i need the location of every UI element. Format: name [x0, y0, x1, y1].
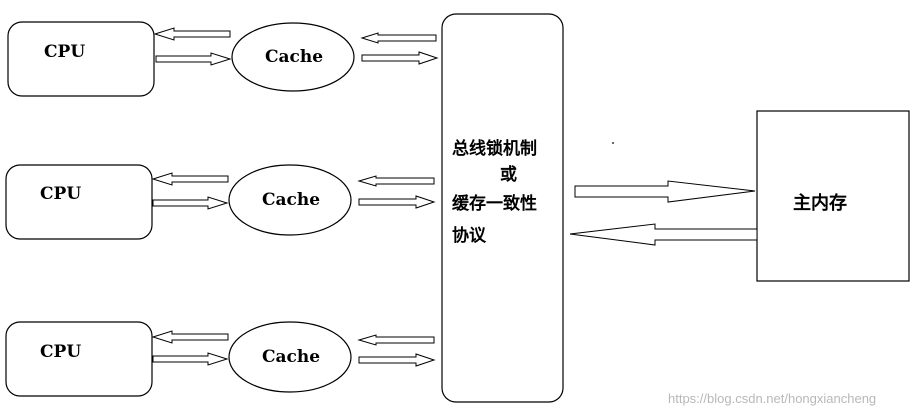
cpu-box-1 [7, 21, 155, 97]
main-memory-label: 主内存 [793, 193, 847, 214]
cache-ellipse-1 [231, 22, 355, 92]
cache-label-3: Cache [262, 347, 321, 367]
cache-label-1: Cache [265, 47, 324, 67]
cache-ellipse-2 [228, 164, 352, 236]
bus-box [441, 13, 564, 403]
cpu-label-2: CPU [40, 184, 82, 204]
arrow-cache2-to-cpu2 [151, 172, 229, 186]
cache-label-2: Cache [262, 190, 321, 210]
arrow-cache1-to-cpu1 [153, 27, 231, 41]
bus-label-line2: 或 [500, 165, 517, 185]
stray-dot [612, 142, 614, 144]
cpu-box-3 [5, 321, 153, 397]
arrow-bus-to-cache2 [357, 175, 435, 187]
watermark: https://blog.csdn.net/hongxiancheng [668, 391, 877, 406]
arrow-cache3-to-bus [358, 353, 436, 367]
arrow-cache1-to-bus [361, 51, 439, 65]
arrow-cache2-to-bus [358, 195, 436, 209]
arrow-cpu2-to-cache2 [152, 196, 229, 210]
bus-label-line3: 缓存一致性 [452, 194, 537, 214]
arrow-bus-to-cache3 [357, 334, 435, 346]
bus-label-line4: 协议 [452, 226, 486, 246]
cache-ellipse-3 [228, 321, 352, 393]
cpu-box-2 [5, 164, 153, 240]
bus-label-line1: 总线锁机制 [452, 139, 537, 159]
main-memory-box [756, 110, 910, 282]
cpu-label-1: CPU [44, 42, 86, 62]
arrow-cpu3-to-cache3 [152, 352, 229, 366]
cpu-label-3: CPU [40, 342, 82, 362]
arrow-cache3-to-cpu3 [151, 330, 229, 344]
arrow-bus-to-cache1 [360, 32, 437, 44]
arrow-cpu1-to-cache1 [155, 52, 232, 66]
arrow-memory-to-bus [569, 223, 758, 246]
arrow-bus-to-memory [574, 180, 756, 203]
